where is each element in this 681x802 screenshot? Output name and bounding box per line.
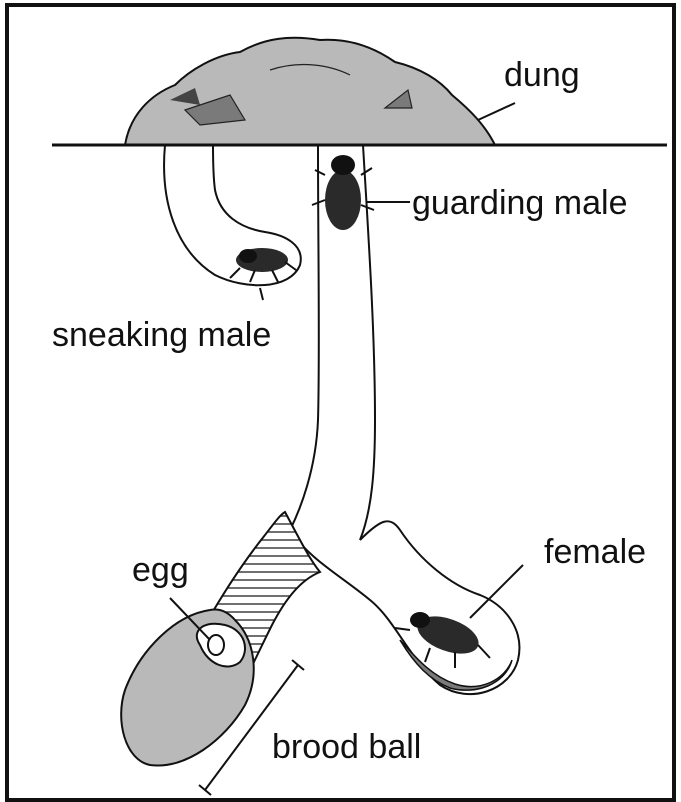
sneaking-male-beetle (230, 248, 296, 282)
female-pointer (470, 565, 523, 618)
main-shaft-right (360, 145, 375, 540)
label-dung: dung (504, 58, 580, 92)
female-beetle (395, 609, 490, 668)
dung-pointer (478, 103, 515, 120)
label-female: female (544, 535, 646, 569)
brood-ball-bracket-bottom (199, 785, 211, 795)
sneaking-male-pointer (260, 288, 263, 300)
label-guarding-male: guarding male (412, 186, 627, 220)
label-brood-ball: brood ball (272, 730, 421, 764)
right-branch (290, 521, 519, 694)
label-sneaking-male: sneaking male (52, 318, 271, 352)
label-egg: egg (132, 553, 189, 587)
egg (208, 635, 224, 655)
brood-ball-bracket-top (292, 660, 304, 670)
main-shaft-left (290, 145, 319, 530)
dung-pile (125, 38, 495, 145)
